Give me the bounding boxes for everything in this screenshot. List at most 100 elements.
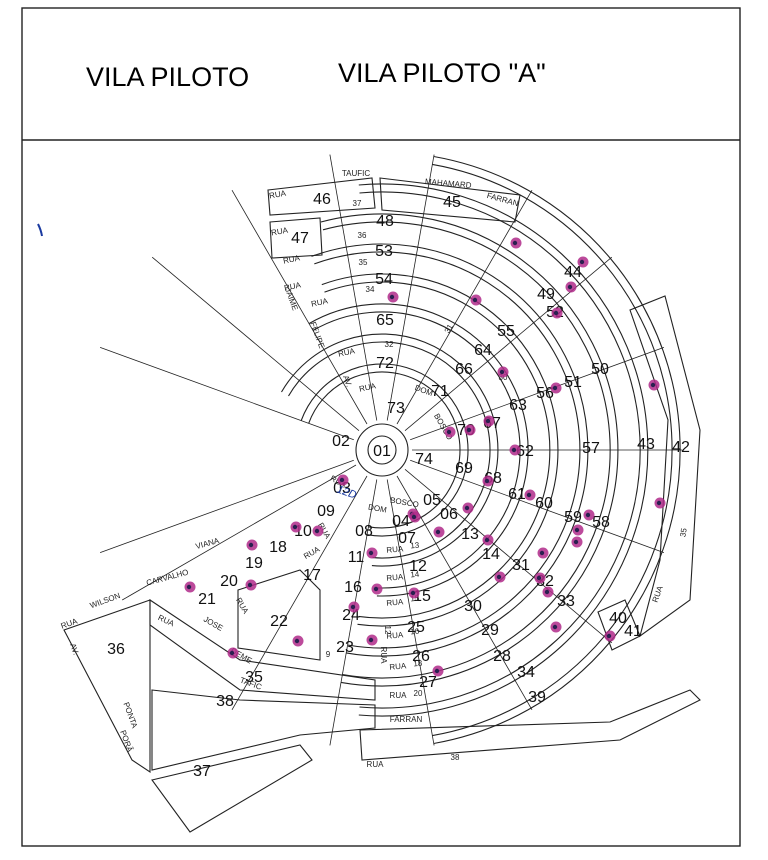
street-label: RUA [310,296,329,308]
radial-street [386,154,435,421]
lot-05[interactable]: 05 [423,492,441,509]
lot-36[interactable]: 36 [107,641,125,658]
lot-19[interactable]: 19 [245,555,263,572]
ring-arc [314,251,581,649]
lot-57[interactable]: 57 [582,440,600,457]
lot-43[interactable]: 43 [637,436,655,453]
street-label: RUA [358,381,377,393]
lot-18[interactable]: 18 [269,539,287,556]
lot-25[interactable]: 25 [407,619,425,636]
survey-marker-core [373,586,379,592]
survey-marker-core [573,539,579,545]
ink-mark [37,223,43,237]
street-label: 34 [366,285,375,294]
survey-marker-core [484,478,490,484]
lot-27[interactable]: 27 [419,674,437,691]
lot-73[interactable]: 73 [387,400,405,417]
lot-06[interactable]: 06 [440,506,458,523]
lot-63[interactable]: 63 [509,397,527,414]
lot-54[interactable]: 54 [375,271,393,288]
lot-35[interactable]: 35 [245,669,263,686]
lot-14[interactable]: 14 [482,546,500,563]
lot-49[interactable]: 49 [537,286,555,303]
lot-31[interactable]: 31 [512,557,530,574]
street-label: RUA [379,647,388,665]
lot-23[interactable]: 23 [336,639,354,656]
lot-09[interactable]: 09 [317,503,335,520]
survey-marker-core [247,582,253,588]
lot-21[interactable]: 21 [198,591,216,608]
lot-16[interactable]: 16 [344,579,362,596]
radial-street [404,256,613,432]
street-label: MAHAMARD [425,177,472,190]
lot-46[interactable]: 46 [313,191,331,208]
lot-56[interactable]: 56 [536,385,554,402]
lot-33[interactable]: 33 [557,593,575,610]
lot-40[interactable]: 40 [609,610,627,627]
ring-arc [281,333,499,567]
lot-02[interactable]: 02 [332,433,350,450]
center-ring-inner [367,435,397,465]
street-label: RUA [390,691,408,700]
lot-13[interactable]: 13 [461,526,479,543]
lot-45[interactable]: 45 [443,194,461,211]
lot-29[interactable]: 29 [481,622,499,639]
street-labels: RUATAUFICMAHAMARDFARRANRUA37RUA36RUA35RU… [60,169,689,769]
survey-marker-core [368,637,374,643]
lot-20[interactable]: 20 [220,573,238,590]
lot-17[interactable]: 17 [303,567,321,584]
lot-30[interactable]: 30 [464,598,482,615]
survey-marker-core [472,297,478,303]
lot-42[interactable]: 42 [672,439,690,456]
lot-34[interactable]: 34 [517,664,535,681]
survey-marker-core [526,492,532,498]
lot-01[interactable]: 01 [373,443,391,460]
street-label: 38 [451,753,460,762]
lot-38[interactable]: 38 [216,693,234,710]
street-label: 37 [353,199,362,208]
street-label: FARRAN [390,715,423,724]
lot-37[interactable]: 37 [193,763,211,780]
lot-71[interactable]: 71 [431,383,449,400]
survey-marker-core [496,574,502,580]
street-label: 12 [383,626,392,635]
lot-55[interactable]: 55 [497,323,515,340]
street-label: RUA [283,280,302,292]
lot-58[interactable]: 58 [592,514,610,531]
block-46-outline [267,177,376,216]
lot-44[interactable]: 44 [564,264,582,281]
lot-04[interactable]: 04 [392,513,410,530]
survey-marker-core [314,528,320,534]
lot-50[interactable]: 50 [591,361,609,378]
block-37-outline [151,744,313,833]
lot-22[interactable]: 22 [270,613,288,630]
lot-74[interactable]: 74 [415,451,433,468]
lot-41[interactable]: 41 [624,623,642,640]
lot-51[interactable]: 51 [564,374,582,391]
lot-61[interactable]: 61 [508,486,526,503]
lot-53[interactable]: 53 [375,243,393,260]
lot-11[interactable]: 11 [348,549,365,566]
lot-07[interactable]: 07 [398,530,416,547]
lot-39[interactable]: 39 [528,689,546,706]
lot-69[interactable]: 69 [455,460,473,477]
lot-62[interactable]: 62 [516,443,534,460]
lot-08[interactable]: 08 [355,523,373,540]
lot-65[interactable]: 65 [376,312,394,329]
lot-03[interactable]: 03 [333,480,351,497]
lot-12[interactable]: 12 [409,558,427,575]
survey-marker-core [512,240,518,246]
lot-72[interactable]: 72 [376,355,394,372]
lot-48[interactable]: 48 [376,213,394,230]
survey-marker-core [446,429,452,435]
radial-street [410,459,665,553]
lot-28[interactable]: 28 [493,648,511,665]
street-label: VIANA [195,536,221,551]
lot-26[interactable]: 26 [412,648,430,665]
street-label: PORÃ [118,729,134,754]
lot-66[interactable]: 66 [455,361,473,378]
lot-60[interactable]: 60 [535,495,553,512]
lot-47[interactable]: 47 [291,230,309,247]
lot-59[interactable]: 59 [564,509,582,526]
lot-64[interactable]: 64 [474,342,492,359]
